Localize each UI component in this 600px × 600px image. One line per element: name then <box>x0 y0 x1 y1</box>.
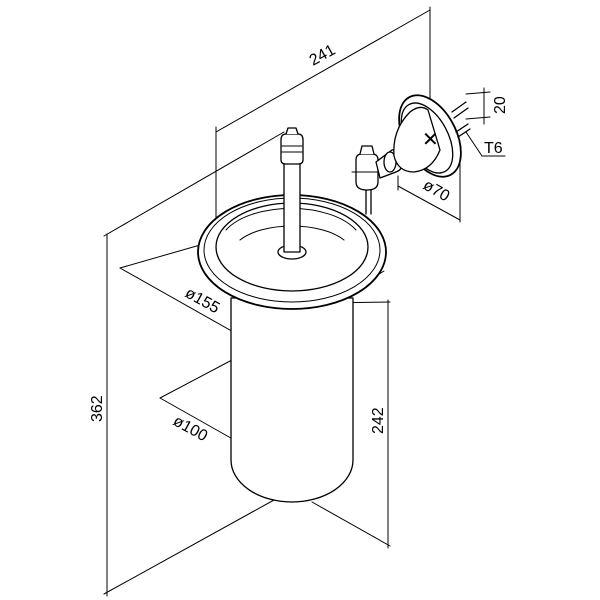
dim-20-label: 20 <box>492 96 509 114</box>
handle-shaft <box>283 157 301 253</box>
rosette-cone <box>393 106 441 173</box>
dim-242-ext-bottom <box>311 501 391 547</box>
dim-100-ext-left <box>159 359 233 399</box>
screw-1-shaft-a <box>451 101 467 113</box>
dim-155-label: ø155 <box>182 285 222 318</box>
screw-2-shaft-a <box>455 123 469 133</box>
bracket-cap <box>359 145 375 155</box>
screw-1-shaft-b <box>453 107 469 119</box>
dim-241-line <box>215 9 431 133</box>
dim-242-label: 242 <box>370 407 387 434</box>
dim-20-ext-bottom <box>465 116 491 120</box>
dim-t6-label: T6 <box>484 140 503 157</box>
dim-362-ext-top <box>103 131 285 237</box>
dim-362-label: 362 <box>89 395 106 422</box>
fastener-cross-icon: ✕ <box>422 129 439 151</box>
dim-t6-leader <box>465 131 483 157</box>
handle-cap <box>285 127 299 135</box>
container-cup <box>230 297 354 503</box>
cup-body <box>230 297 354 503</box>
wall-rosette: ✕ <box>393 94 471 178</box>
dim-20-ext-top <box>465 91 491 95</box>
dim-70-line <box>397 185 461 221</box>
dim-362-ext-bottom <box>103 499 275 595</box>
screw-2-shaft-b <box>457 128 471 138</box>
handle-grip <box>280 133 304 165</box>
dim-100-label: ø100 <box>170 413 210 446</box>
brush-handle <box>277 127 307 260</box>
